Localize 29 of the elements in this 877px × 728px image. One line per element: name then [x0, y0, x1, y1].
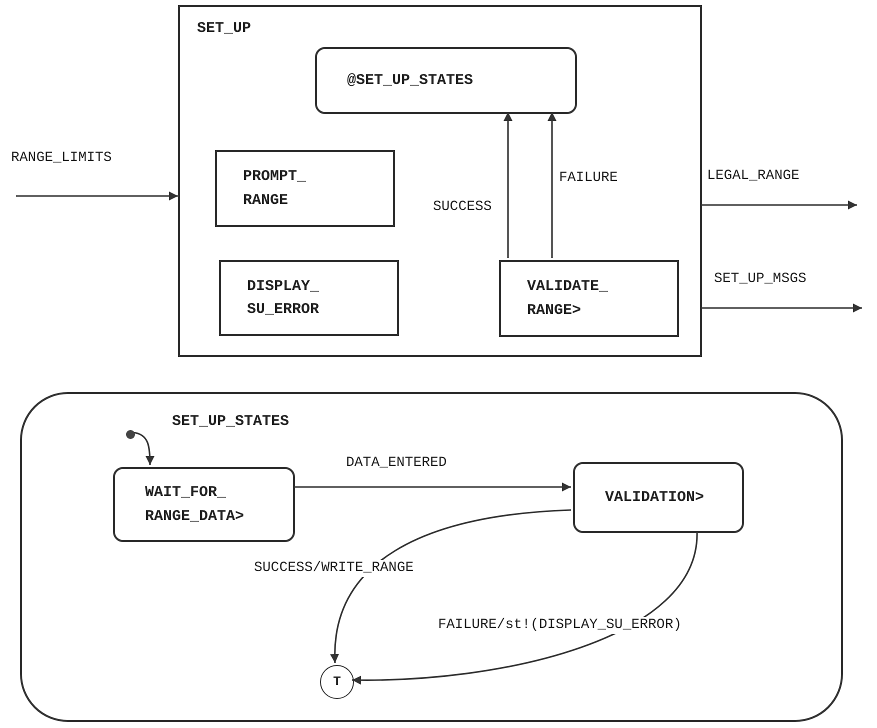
transition-arrow: [16, 192, 178, 200]
transition-arrow: [548, 112, 556, 258]
activity-box: [219, 260, 399, 336]
activity-box: [499, 260, 679, 337]
termination-circle: [320, 665, 354, 699]
state-name: DISPLAY_ SU_ERROR: [247, 276, 320, 320]
module-title: SET_UP_STATES: [172, 412, 290, 432]
transition-arrow: [352, 530, 698, 684]
transition-arrow: [132, 432, 154, 465]
initial-state-dot: [126, 430, 135, 439]
state-name: T: [333, 672, 341, 691]
transition-arrow: [504, 112, 512, 258]
module-box: [178, 5, 702, 357]
state-name: @SET_UP_STATES: [347, 70, 474, 91]
state-name: WAIT_FOR_ RANGE_DATA>: [145, 483, 244, 526]
transition-arrow: [293, 482, 571, 492]
state-name: VALIDATION>: [605, 488, 704, 508]
activity-box: [215, 150, 395, 227]
module-title: SET_UP: [197, 19, 252, 39]
statechart-box: [20, 392, 843, 722]
state-name: VALIDATE_ RANGE>: [527, 277, 608, 320]
transition-arrow: [702, 304, 862, 312]
transition-arrow: [702, 200, 857, 210]
edge-label: SUCCESS/WRITE_RANGE: [253, 560, 415, 577]
state-name: PROMPT_ RANGE: [243, 167, 306, 210]
state-box: [315, 47, 577, 114]
state-box: [573, 462, 744, 533]
transition-arrow: [330, 509, 572, 664]
state-box: [113, 467, 295, 542]
